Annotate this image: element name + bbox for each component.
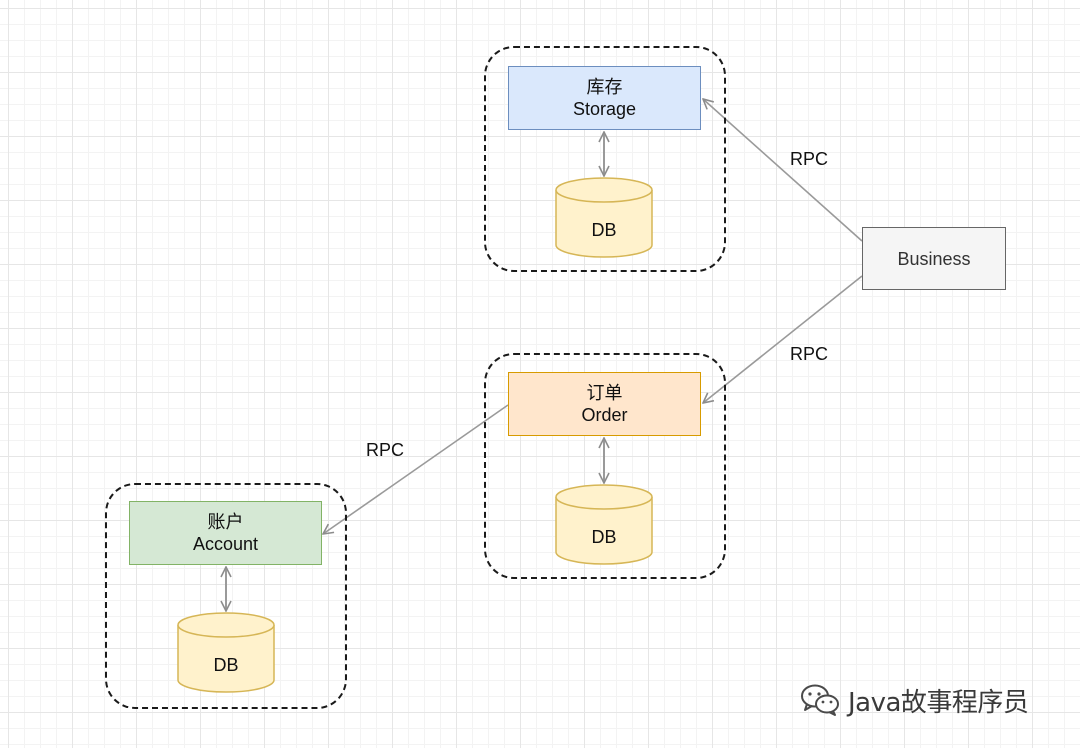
storage-db-cylinder <box>555 177 653 258</box>
storage-service-group <box>484 46 726 272</box>
business-node[interactable]: Business <box>862 227 1006 290</box>
account-db-cylinder <box>177 612 275 693</box>
rpc-label-storage: RPC <box>790 149 829 169</box>
storage-title-en: Storage <box>572 99 637 119</box>
storage-db-label: DB <box>591 220 617 240</box>
rpc-label-order: RPC <box>790 344 829 364</box>
account-db-label: DB <box>213 655 239 675</box>
order-title-en: Order <box>581 405 628 425</box>
order-service-group <box>484 353 726 579</box>
edge-order-account <box>323 404 509 534</box>
wechat-icon <box>801 684 839 716</box>
edge-business-order <box>703 275 863 403</box>
watermark: Java故事程序员 <box>800 680 1029 720</box>
watermark-text: Java故事程序员 <box>848 687 1029 718</box>
account-service-node[interactable]: 账户 Account <box>129 501 322 565</box>
order-title-cn: 订单 <box>586 383 623 403</box>
rpc-label-account: RPC <box>366 440 405 460</box>
account-service-group <box>105 483 347 709</box>
order-db-cylinder <box>555 484 653 565</box>
edge-business-storage <box>703 99 863 242</box>
storage-service-node[interactable]: 库存 Storage <box>508 66 701 130</box>
business-title: Business <box>897 248 971 269</box>
order-service-node[interactable]: 订单 Order <box>508 372 701 436</box>
order-db-label: DB <box>591 527 617 547</box>
account-title-cn: 账户 <box>207 512 244 532</box>
account-title-en: Account <box>192 534 259 554</box>
storage-title-cn: 库存 <box>586 77 623 97</box>
